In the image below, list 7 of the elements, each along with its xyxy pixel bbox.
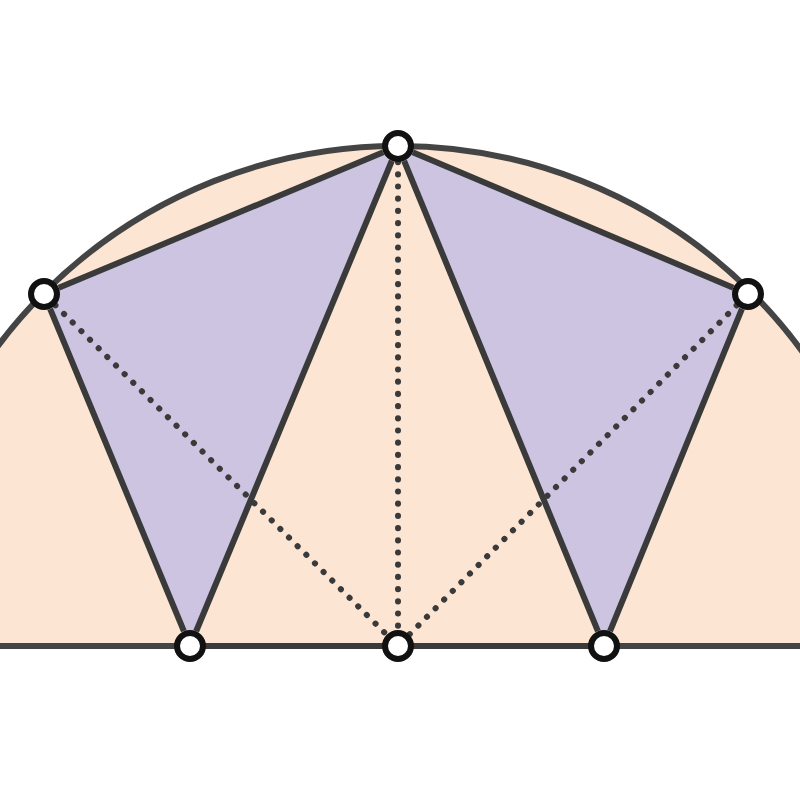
dotted-line — [395, 159, 401, 633]
line — [47, 307, 187, 633]
line — [193, 159, 395, 633]
line — [411, 149, 735, 291]
line — [401, 159, 601, 633]
line — [57, 149, 385, 291]
line — [607, 307, 745, 633]
